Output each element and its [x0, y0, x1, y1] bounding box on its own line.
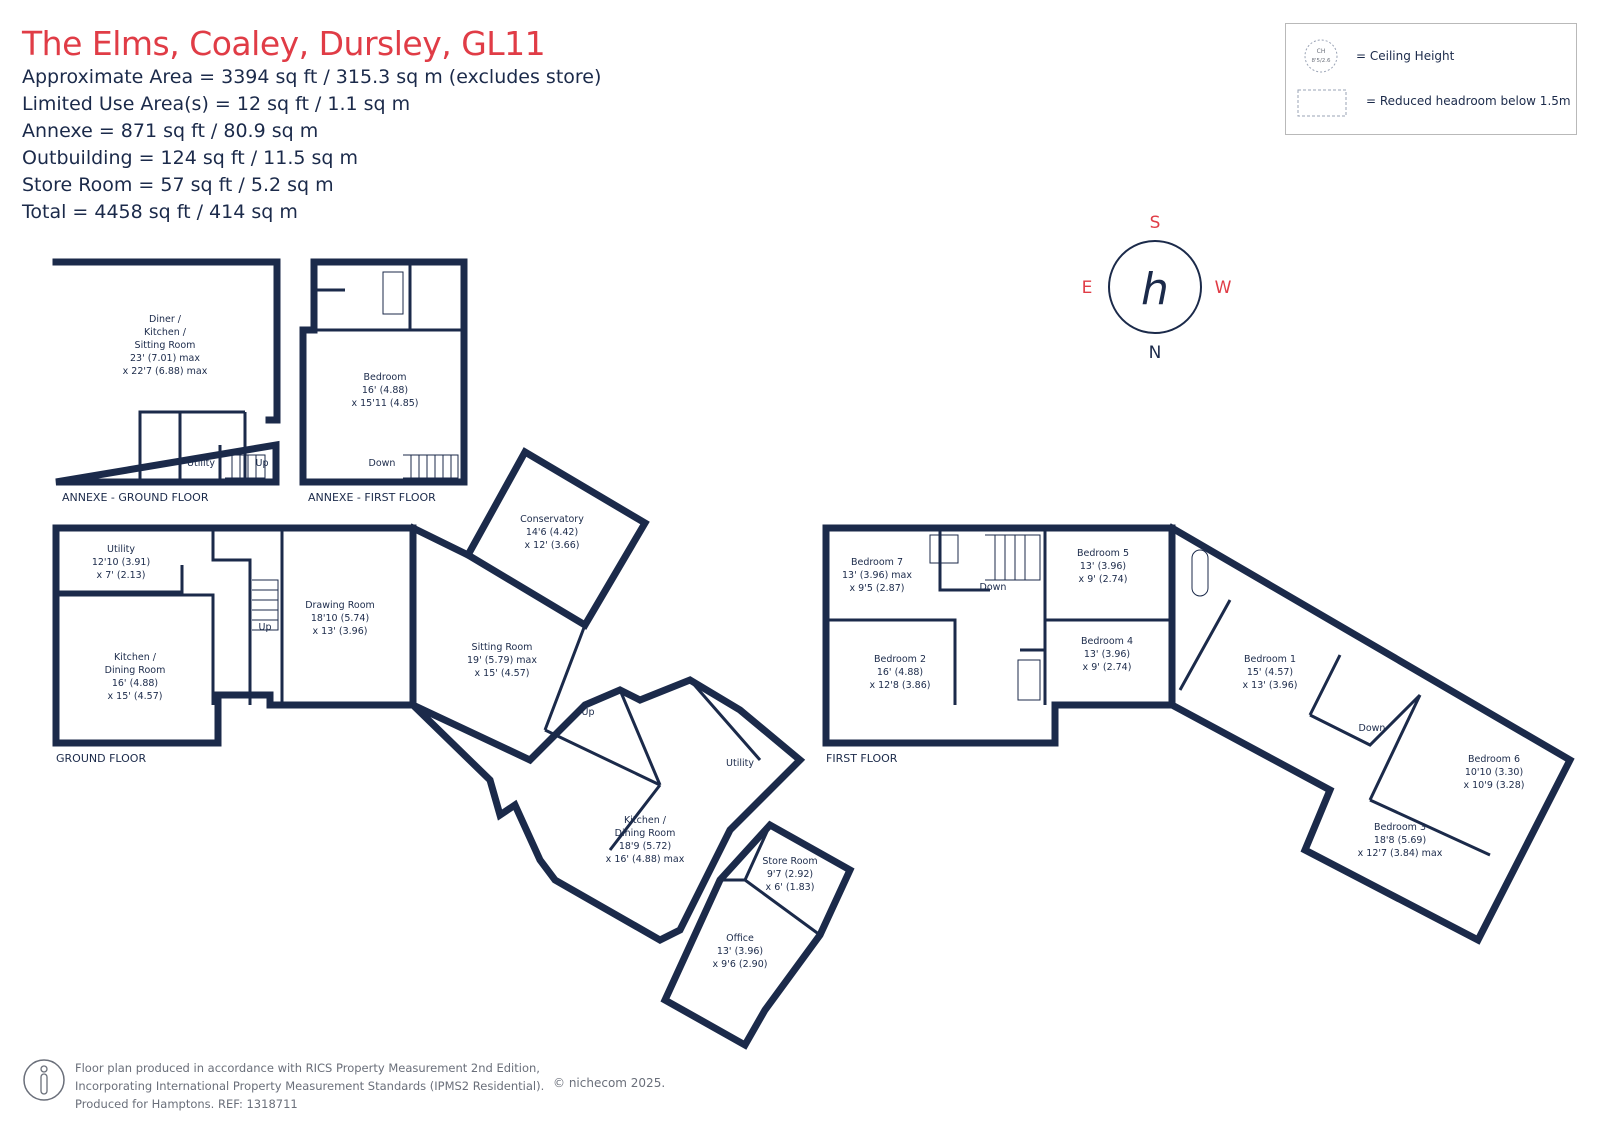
interior-walls — [56, 262, 1491, 937]
bath-bedroom1 — [1191, 549, 1209, 597]
footer-logo-ring — [23, 1059, 65, 1101]
ground-stairs — [252, 579, 279, 631]
annexe-ground-stairs — [225, 454, 266, 479]
ground-left-inner-walls — [56, 528, 284, 705]
footer-disclaimer: Floor plan produced in accordance with R… — [75, 1059, 544, 1113]
area-store-room: Store Room = 57 sq ft / 5.2 sq m — [22, 174, 334, 196]
stairs-fixtures — [225, 271, 1209, 701]
first-wing-inner-walls — [1178, 599, 1491, 857]
compass-south: S — [1150, 213, 1161, 233]
footer-logo-head — [40, 1065, 48, 1073]
reduced-headroom-icon — [1297, 89, 1347, 117]
compass-logo: h — [1141, 264, 1169, 315]
footer-line-3: Produced for Hamptons. REF: 1318711 — [75, 1097, 298, 1111]
accessibility-icon — [23, 1059, 65, 1101]
store-inner-walls — [720, 824, 821, 937]
ceiling-height-symbol-label: CH — [1317, 48, 1326, 55]
footer-brand: © nichecom 2025. — [553, 1076, 666, 1090]
annexe-ground-inner-walls — [138, 410, 247, 482]
legend-symbols: CH 8'5/2.6 — [1297, 39, 1347, 117]
legend-key: CH 8'5/2.6 = Ceiling Height = Reduced he… — [1285, 23, 1577, 135]
ceiling-height-symbol-value: 8'5/2.6 — [1311, 58, 1331, 64]
legend-reduced-headroom: = Reduced headroom below 1.5m — [1366, 94, 1571, 108]
compass-west: W — [1215, 278, 1232, 298]
area-annexe: Annexe = 871 sq ft / 80.9 sq m — [22, 120, 319, 142]
footer-line-2: Incorporating International Property Mea… — [75, 1079, 545, 1093]
ground-wing-outer-wall — [408, 523, 806, 944]
ground-wing-inner-walls — [543, 624, 762, 851]
shower-tray-bedroom7 — [929, 534, 959, 564]
shower-tray-annexe — [382, 271, 404, 315]
compass-north: N — [1149, 343, 1162, 363]
annexe-ground-outer-wall — [52, 258, 281, 486]
annexe-first-inner-walls — [314, 262, 464, 332]
compass: S W N E h — [1082, 213, 1232, 363]
bath-first — [1017, 659, 1041, 701]
annexe-first-stairs — [403, 454, 459, 479]
area-outbuilding: Outbuilding = 124 sq ft / 11.5 sq m — [22, 147, 358, 169]
compass-ring — [1108, 240, 1202, 334]
ceiling-height-icon — [1304, 39, 1338, 73]
store-office-wall — [660, 820, 855, 1050]
conservatory-wall — [463, 447, 650, 630]
footer-logo-body — [40, 1073, 48, 1095]
area-limited-use: Limited Use Area(s) = 12 sq ft / 1.1 sq … — [22, 93, 411, 115]
legend-ceiling-height: = Ceiling Height — [1356, 49, 1455, 63]
first-left-outer-wall — [822, 524, 1176, 747]
compass-east: E — [1082, 278, 1093, 298]
first-wing-outer-wall — [1167, 523, 1575, 945]
footer-line-1: Floor plan produced in accordance with R… — [75, 1061, 540, 1075]
first-left-inner-walls — [826, 528, 1172, 705]
area-approximate: Approximate Area = 3394 sq ft / 315.3 sq… — [22, 66, 602, 88]
page-title: The Elms, Coaley, Dursley, GL11 — [22, 24, 546, 63]
first-stairs — [985, 534, 1041, 581]
area-total: Total = 4458 sq ft / 414 sq m — [22, 201, 298, 223]
